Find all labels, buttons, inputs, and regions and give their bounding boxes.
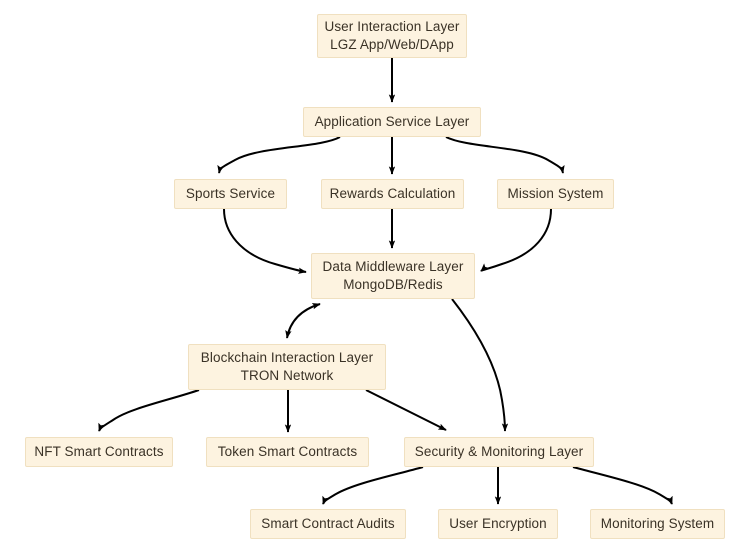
- node-token-smart-contracts[interactable]: Token Smart Contracts: [206, 437, 369, 467]
- node-label-line1: Sports Service: [185, 186, 276, 201]
- edge-application-to-mission: [445, 136, 565, 174]
- node-label-line1: Application Service Layer: [314, 114, 470, 129]
- node-user-encryption[interactable]: User Encryption: [438, 509, 558, 539]
- node-label-line1: Blockchain Interaction Layer: [200, 350, 374, 365]
- node-blockchain-interaction-layer[interactable]: Blockchain Interaction Layer TRON Networ…: [188, 344, 386, 390]
- node-sports-service[interactable]: Sports Service: [174, 179, 287, 209]
- node-label-line1: Rewards Calculation: [329, 186, 456, 201]
- edge-blockchain-to-security: [365, 389, 447, 431]
- node-label-line1: Security & Monitoring Layer: [414, 444, 584, 459]
- edge-application-to-sports: [217, 136, 341, 174]
- edge-middleware-blockchain-bidirectional: [285, 303, 321, 339]
- node-nft-smart-contracts[interactable]: NFT Smart Contracts: [25, 437, 173, 467]
- node-label-line1: Data Middleware Layer: [322, 259, 464, 274]
- edge-blockchain-to-nft: [98, 389, 200, 432]
- node-label-line1: NFT Smart Contracts: [34, 444, 164, 459]
- node-label-line1: Monitoring System: [600, 516, 715, 531]
- edge-security-to-audits: [322, 466, 424, 505]
- node-label-line1: Token Smart Contracts: [217, 444, 358, 459]
- edge-middleware-to-security: [451, 298, 509, 432]
- node-label-line2: LGZ App/Web/DApp: [330, 37, 454, 52]
- node-data-middleware-layer[interactable]: Data Middleware Layer MongoDB/Redis: [311, 253, 475, 299]
- node-monitoring-system[interactable]: Monitoring System: [590, 509, 725, 539]
- edge-sports-to-middleware: [223, 208, 307, 274]
- node-label-line1: Mission System: [507, 186, 604, 201]
- node-label-line2: TRON Network: [240, 368, 334, 383]
- edge-security-to-monitoring: [572, 466, 673, 505]
- node-mission-system[interactable]: Mission System: [497, 179, 614, 209]
- node-application-service-layer[interactable]: Application Service Layer: [303, 107, 481, 137]
- node-rewards-calculation[interactable]: Rewards Calculation: [321, 179, 464, 209]
- node-label-line1: User Encryption: [449, 516, 547, 531]
- node-label-line1: Smart Contract Audits: [261, 516, 395, 531]
- node-security-monitoring-layer[interactable]: Security & Monitoring Layer: [404, 437, 594, 467]
- node-label-line2: MongoDB/Redis: [343, 277, 443, 292]
- node-label-line1: User Interaction Layer: [324, 19, 460, 34]
- node-smart-contract-audits[interactable]: Smart Contract Audits: [250, 509, 406, 539]
- node-user-interaction-layer[interactable]: User Interaction Layer LGZ App/Web/DApp: [317, 14, 467, 58]
- edge-mission-to-middleware: [480, 208, 552, 272]
